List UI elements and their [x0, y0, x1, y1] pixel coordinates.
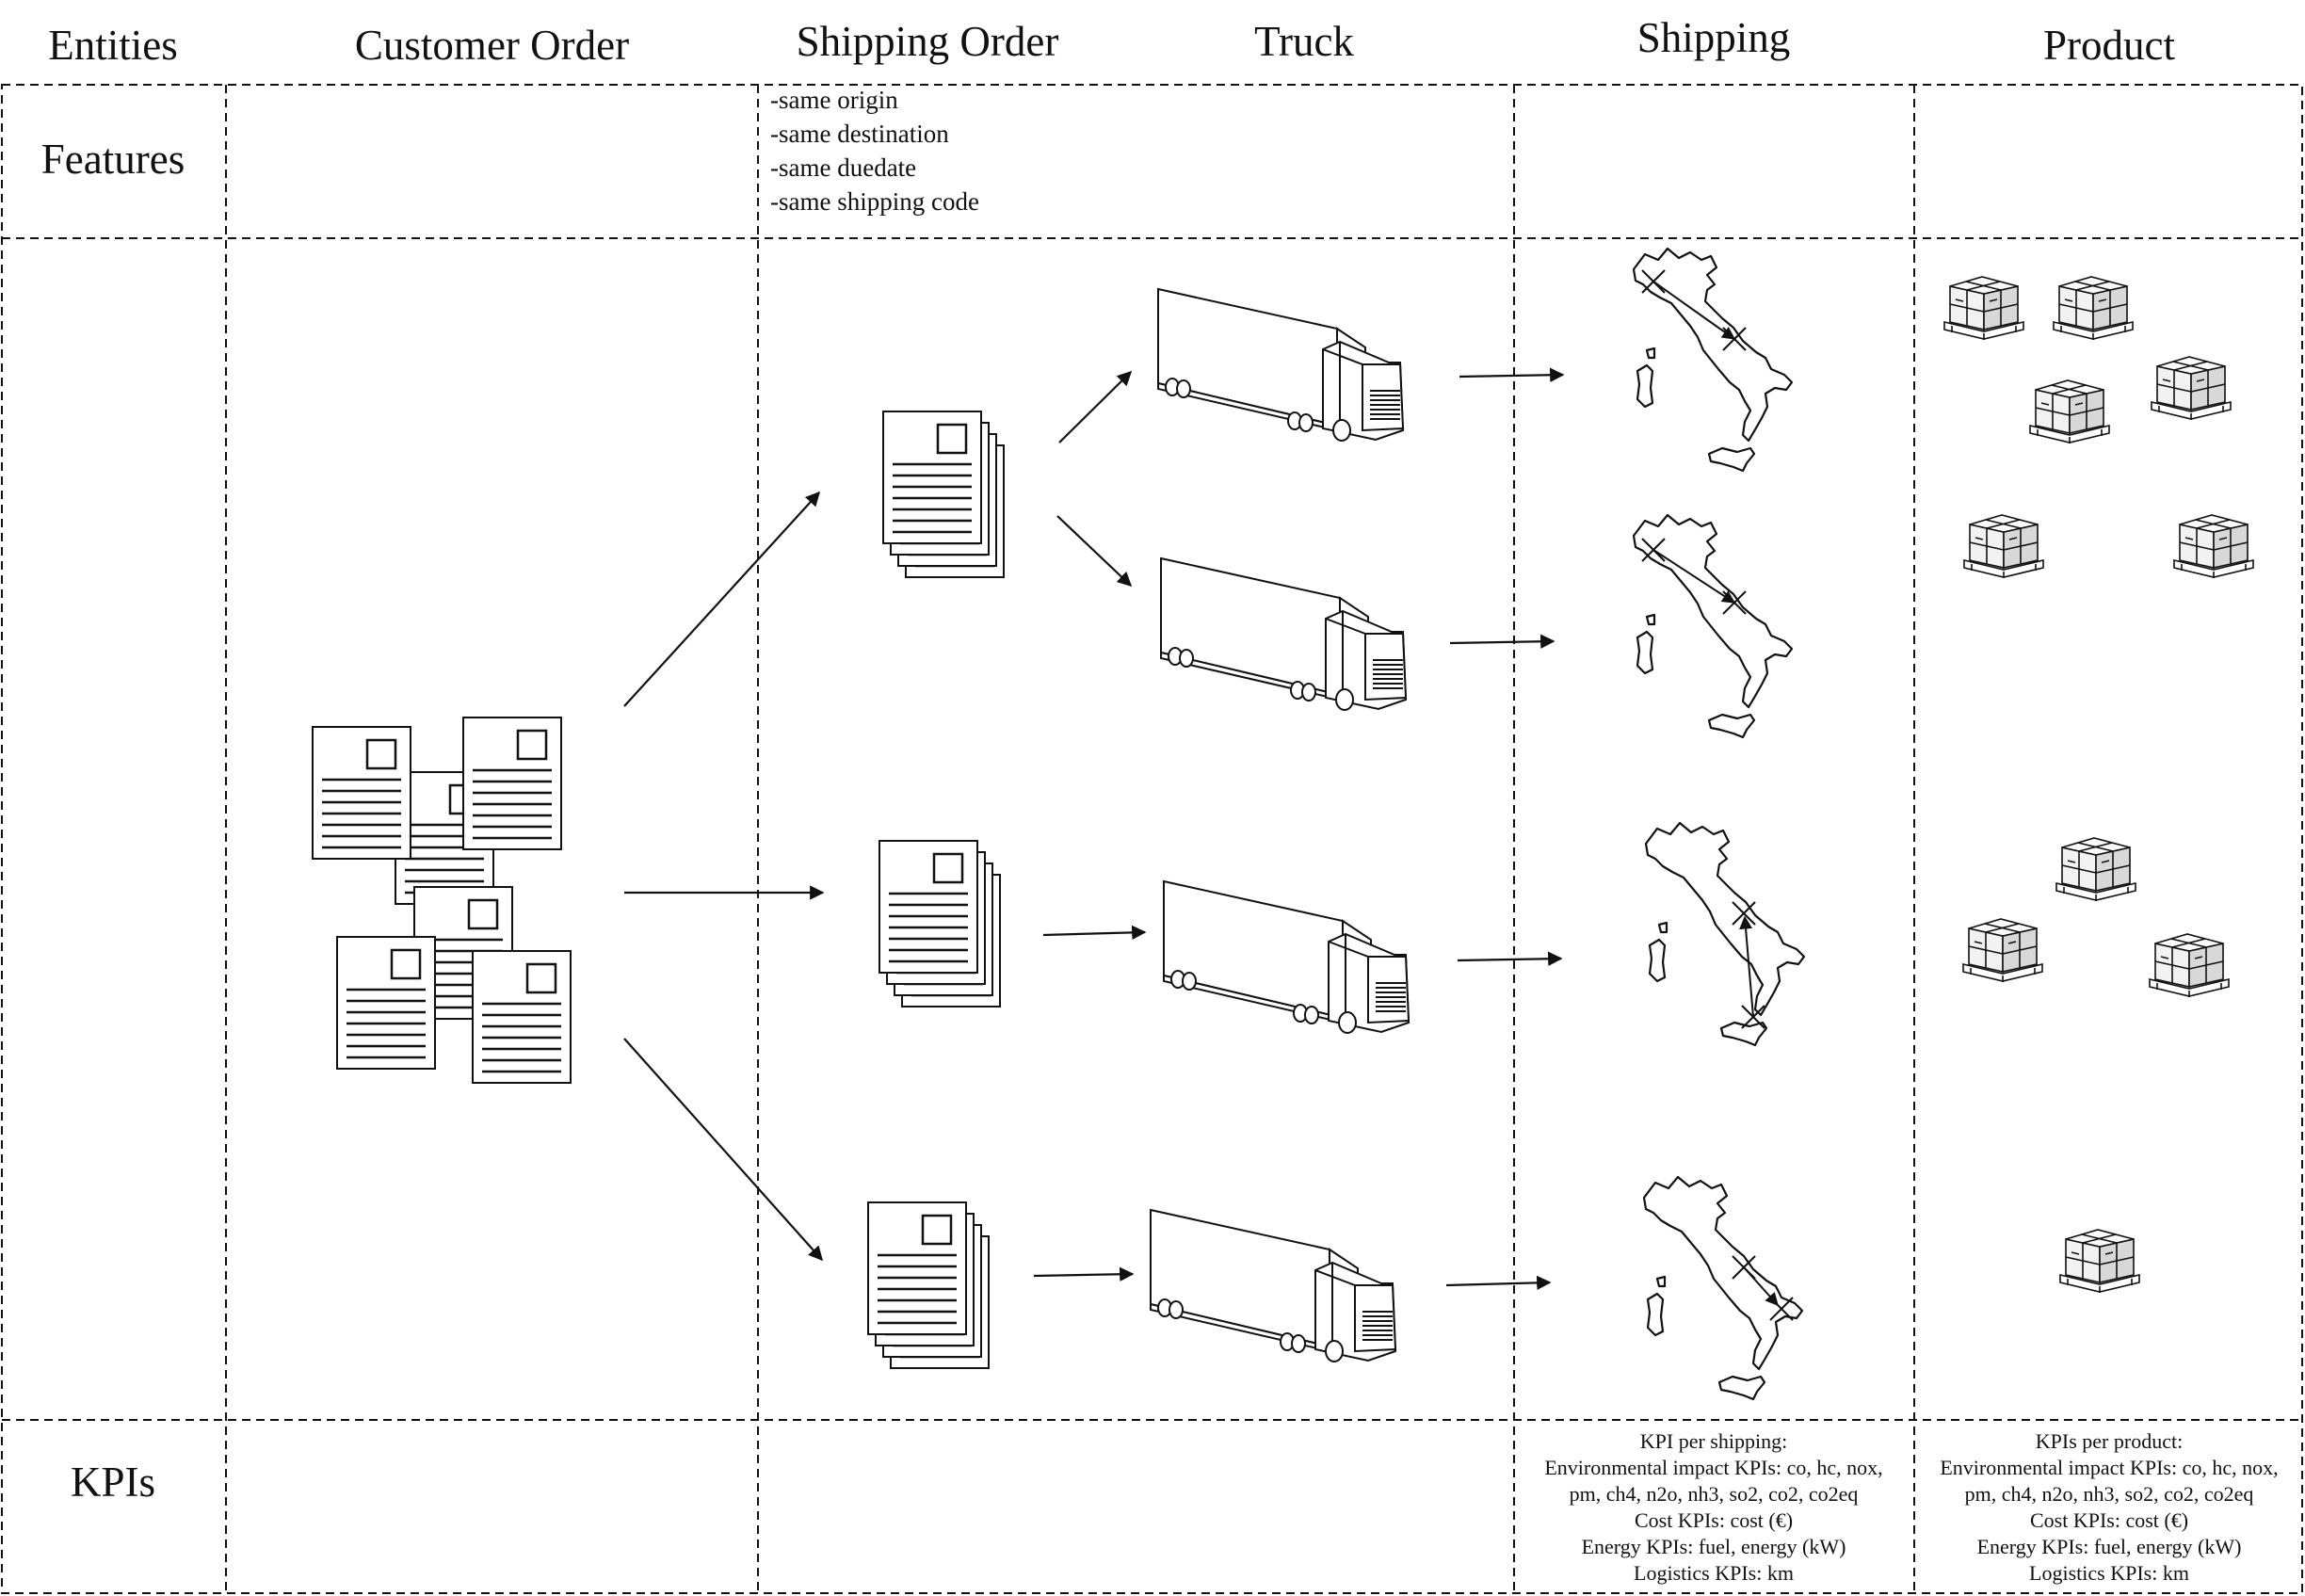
feature-same-duedate: -same duedate — [770, 153, 917, 182]
header-shipping: Shipping — [1636, 14, 1791, 61]
arrow-to-shipping-order-3 — [623, 1038, 824, 1262]
products-group-4 — [2059, 1229, 2140, 1294]
pallet-boxes-icon — [2149, 933, 2230, 998]
shipping-order-stack-2 — [879, 841, 1000, 1007]
truck-icon — [1163, 880, 1410, 1034]
shipping-map-4 — [1642, 1175, 1804, 1401]
kpi-shipping-env-2: pm, ch4, n2o, nh3, so2, co2, co2eq — [1569, 1482, 1859, 1506]
feature-same-shipping-code: -same shipping code — [770, 187, 979, 216]
features-shipping-order: -same origin -same destination -same due… — [770, 83, 979, 218]
italy-map-icon — [1632, 247, 1794, 473]
customer-order-documents — [311, 716, 572, 1085]
pallet-boxes-icon — [2173, 514, 2254, 579]
products-group-2 — [1963, 514, 2254, 579]
kpi-shipping-energy: Energy KPIs: fuel, energy (kW) — [1581, 1535, 1846, 1558]
kpi-product-title: KPIs per product: — [2035, 1429, 2184, 1453]
arrow-to-shipping-order-1 — [623, 491, 821, 707]
header-shipping-order: Shipping Order — [796, 18, 1059, 65]
header-entities: Entities — [48, 22, 178, 69]
kpi-shipping-cost: Cost KPIs: cost (€) — [1634, 1508, 1794, 1532]
products-group-3 — [1962, 837, 2230, 998]
pallet-boxes-icon — [2029, 379, 2110, 444]
header-product: Product — [2043, 22, 2175, 69]
truck-icon — [1157, 288, 1404, 442]
header-customer-order: Customer Order — [354, 22, 630, 69]
shipping-order-stack-3 — [868, 1202, 989, 1368]
kpi-product-env-1: Environmental impact KPIs: co, hc, nox, — [1940, 1456, 2279, 1479]
shipping-order-stack-1 — [883, 411, 1004, 577]
kpi-product-cost: Cost KPIs: cost (€) — [2029, 1508, 2189, 1532]
kpi-product-logistics: Logistics KPIs: km — [2029, 1561, 2189, 1585]
pallet-boxes-icon — [2151, 356, 2232, 421]
row-label-kpis: KPIs — [70, 1459, 156, 1506]
document-icon — [471, 949, 572, 1085]
pallet-boxes-icon — [2059, 1229, 2140, 1294]
kpi-product-env-2: pm, ch4, n2o, nh3, so2, co2, co2eq — [1964, 1482, 2254, 1506]
header-truck: Truck — [1254, 18, 1354, 65]
italy-map-icon — [1644, 821, 1806, 1047]
pallet-boxes-icon — [2053, 276, 2134, 341]
italy-map-icon — [1632, 513, 1794, 739]
pallet-boxes-icon — [1963, 514, 2044, 579]
feature-same-destination: -same destination — [770, 120, 949, 148]
shipping-map-3 — [1644, 821, 1806, 1047]
products-group-1 — [1943, 276, 2232, 444]
shipping-map-1 — [1632, 247, 1794, 473]
kpi-product-energy: Energy KPIs: fuel, energy (kW) — [1976, 1535, 2242, 1558]
document-icon — [335, 935, 437, 1071]
shipping-map-2 — [1632, 513, 1794, 739]
pallet-boxes-icon — [1962, 918, 2043, 983]
feature-same-origin: -same origin — [770, 86, 898, 114]
kpi-shipping-logistics: Logistics KPIs: km — [1634, 1561, 1794, 1585]
truck-icon — [1160, 557, 1407, 711]
table-grid — [1, 84, 2303, 1594]
pallet-boxes-icon — [2055, 837, 2136, 902]
arrows-customer-to-shipping — [623, 491, 825, 1262]
arrows-shipping-to-truck — [1033, 370, 1147, 1282]
document-icon — [461, 716, 563, 851]
document-icon — [311, 725, 412, 861]
kpi-shipping-env-1: Environmental impact KPIs: co, hc, nox, — [1544, 1456, 1883, 1479]
kpis-shipping: KPI per shipping: Environmental impact K… — [1516, 1428, 1911, 1587]
row-label-features: Features — [40, 136, 185, 183]
kpi-shipping-title: KPI per shipping: — [1639, 1429, 1788, 1453]
italy-map-icon — [1642, 1175, 1804, 1401]
truck-icon — [1150, 1209, 1396, 1362]
kpis-product: KPIs per product: Environmental impact K… — [1916, 1428, 2302, 1587]
arrows-truck-to-shipping — [1445, 367, 1565, 1291]
pallet-boxes-icon — [1943, 276, 2024, 341]
